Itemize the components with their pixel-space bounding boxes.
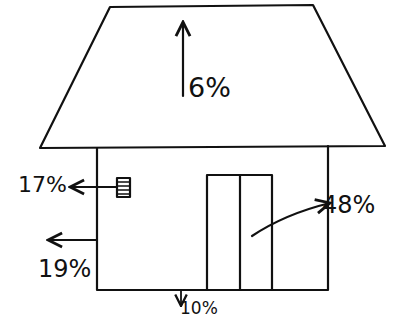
door-loss-arrow — [252, 203, 330, 236]
vent-window — [117, 178, 130, 197]
door-frame — [207, 175, 272, 290]
roof-loss-arrow — [182, 22, 184, 96]
loss-percentage: 17% — [18, 174, 67, 196]
loss-percentage: 19% — [38, 257, 91, 281]
roof-outline — [40, 5, 385, 148]
vent-loss-arrow — [70, 186, 116, 188]
wall-outline — [97, 146, 328, 290]
loss-percentage: 10% — [180, 300, 218, 317]
loss-percentage: 6% — [188, 74, 231, 101]
wall-loss-arrow — [48, 239, 96, 241]
door-split — [239, 175, 241, 290]
vent-slats — [117, 182, 130, 194]
loss-percentage: 48% — [322, 193, 375, 217]
